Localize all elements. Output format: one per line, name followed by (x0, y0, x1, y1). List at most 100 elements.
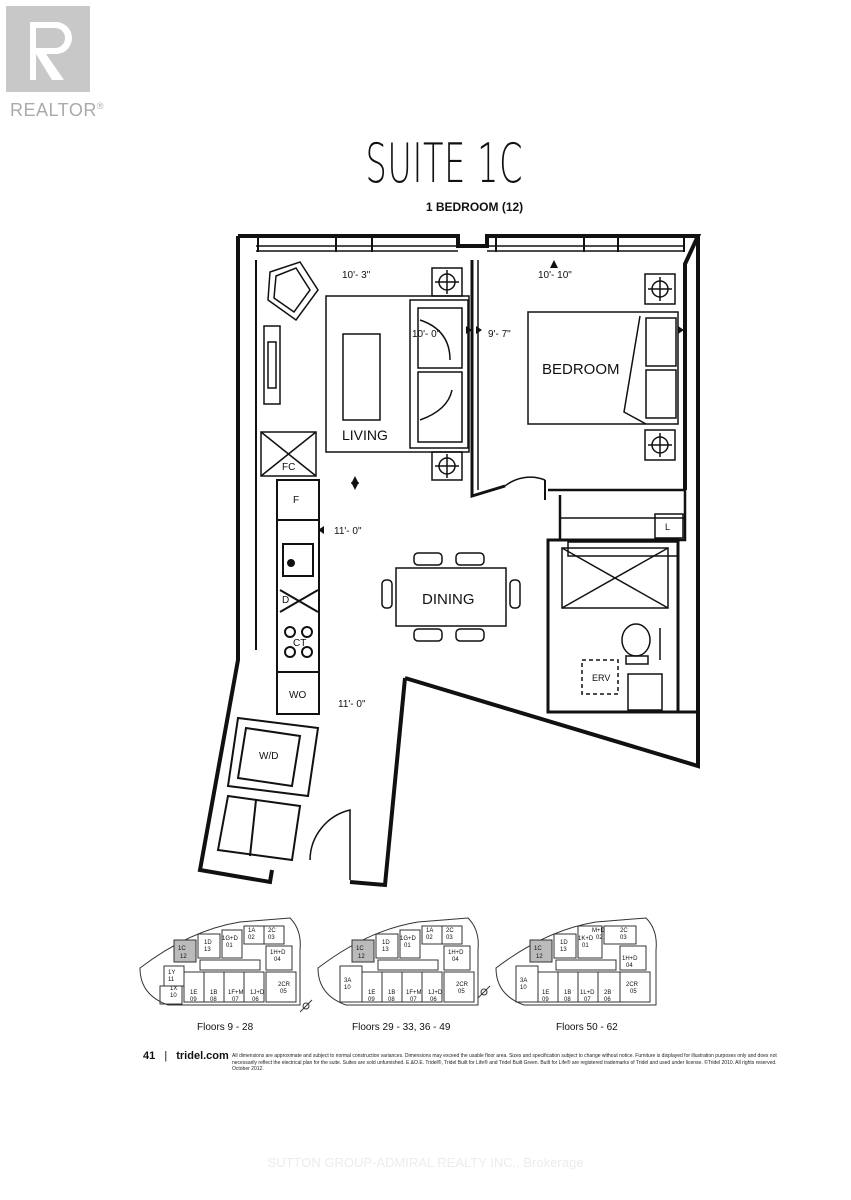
dining-table (381, 552, 521, 642)
realtor-wordmark: REALTOR® (10, 100, 104, 120)
svg-text:09: 09 (190, 997, 197, 1003)
bathroom-fixtures (561, 541, 679, 711)
svg-text:01: 01 (582, 943, 589, 949)
svg-text:2CR: 2CR (626, 982, 639, 988)
svg-text:1B: 1B (388, 990, 395, 996)
svg-text:02: 02 (426, 935, 433, 941)
svg-text:03: 03 (620, 935, 627, 941)
keyplan-caption-1: Floors 9 - 28 (197, 1022, 254, 1033)
page-number: 41 (143, 1050, 156, 1062)
svg-text:02: 02 (248, 935, 255, 941)
svg-text:02: 02 (596, 935, 603, 941)
svg-text:07: 07 (410, 997, 417, 1003)
svg-text:1D: 1D (560, 940, 568, 946)
living-furniture (263, 261, 470, 453)
suite-title: SUITE 1C (365, 132, 524, 195)
svg-text:1J+D: 1J+D (250, 990, 265, 996)
svg-text:3A: 3A (520, 978, 527, 984)
label-d: D (282, 595, 289, 606)
dim-living-width: 10'- 3" (342, 270, 371, 281)
svg-text:08: 08 (210, 997, 217, 1003)
svg-text:01: 01 (226, 943, 233, 949)
svg-text:10: 10 (344, 985, 351, 991)
label-l: L (665, 522, 670, 532)
svg-text:07: 07 (232, 997, 239, 1003)
svg-text:1C: 1C (534, 946, 542, 952)
svg-text:1K+D: 1K+D (578, 936, 594, 942)
label-ct: CT (293, 638, 306, 649)
svg-text:2CR: 2CR (278, 982, 291, 988)
svg-text:1A: 1A (248, 928, 255, 934)
svg-text:1F+M: 1F+M (228, 990, 244, 996)
svg-text:2C: 2C (446, 928, 454, 934)
label-wo: WO (289, 690, 306, 701)
keyplan-caption-2: Floors 29 - 33, 36 - 49 (352, 1022, 451, 1033)
svg-text:1C: 1C (178, 946, 186, 952)
bed (527, 311, 679, 425)
dim-bedroom-depth: 9'- 7" (488, 329, 511, 340)
svg-text:2C: 2C (620, 928, 628, 934)
svg-text:2B: 2B (604, 990, 611, 996)
svg-text:3A: 3A (344, 978, 351, 984)
svg-text:1D: 1D (204, 940, 212, 946)
label-f: F (293, 495, 299, 506)
svg-text:1H+D: 1H+D (622, 956, 638, 962)
dim-dining-depth: 11'- 0" (338, 699, 366, 710)
label-erv: ERV (592, 673, 610, 683)
svg-text:06: 06 (430, 997, 437, 1003)
svg-text:1D: 1D (382, 940, 390, 946)
svg-text:10: 10 (520, 985, 527, 991)
realtor-r-icon (6, 6, 90, 92)
structural-columns (431, 267, 676, 481)
walls (197, 234, 702, 888)
svg-text:M+D: M+D (592, 928, 606, 934)
svg-text:12: 12 (180, 954, 187, 960)
svg-text:09: 09 (368, 997, 375, 1003)
label-fc: FC (282, 462, 295, 473)
brokerage-watermark: SUTTON GROUP-ADMIRAL REALTY INC., Broker… (267, 1155, 584, 1170)
fireplace (260, 431, 317, 477)
legal-disclaimer: All dimensions are approximate and subje… (232, 1053, 777, 1072)
kitchen-counter (276, 479, 320, 715)
dim-living-depth: 10'- 0" (412, 329, 441, 340)
dim-dining-width: 11'- 0" (334, 526, 362, 537)
svg-text:10: 10 (170, 993, 177, 999)
svg-text:13: 13 (560, 947, 567, 953)
svg-text:2CR: 2CR (456, 982, 469, 988)
svg-text:1G+D: 1G+D (400, 936, 417, 942)
svg-text:1E: 1E (542, 990, 549, 996)
room-label-living: LIVING (342, 427, 388, 443)
svg-text:05: 05 (630, 989, 637, 995)
svg-text:05: 05 (280, 989, 287, 995)
footer-separator: | (164, 1050, 168, 1062)
svg-text:1H+D: 1H+D (448, 950, 464, 956)
svg-text:1G+D: 1G+D (222, 936, 239, 942)
svg-text:07: 07 (584, 997, 591, 1003)
svg-text:1E: 1E (190, 990, 197, 996)
room-label-bedroom: BEDROOM (542, 361, 620, 378)
svg-text:04: 04 (452, 957, 459, 963)
svg-text:13: 13 (382, 947, 389, 953)
svg-text:06: 06 (252, 997, 259, 1003)
svg-text:1A: 1A (426, 928, 433, 934)
dim-bedroom-width: 10'- 10" (538, 270, 572, 281)
svg-text:03: 03 (268, 935, 275, 941)
svg-text:1B: 1B (210, 990, 217, 996)
label-wd: W/D (259, 751, 278, 762)
footer-site: tridel.com (176, 1050, 229, 1062)
realtor-logo: REALTOR® (6, 6, 103, 120)
footer: 41 | tridel.com (143, 1050, 229, 1062)
room-label-dining: DINING (422, 591, 475, 608)
svg-text:12: 12 (358, 954, 365, 960)
keyplan-2 (317, 917, 491, 1006)
svg-text:1X: 1X (170, 986, 177, 992)
suite-subtitle: 1 BEDROOM (12) (425, 200, 524, 214)
svg-text:06: 06 (604, 997, 611, 1003)
svg-text:1L+D: 1L+D (580, 990, 595, 996)
svg-text:1J+D: 1J+D (428, 990, 443, 996)
svg-text:04: 04 (626, 963, 633, 969)
svg-text:1E: 1E (368, 990, 375, 996)
svg-text:05: 05 (458, 989, 465, 995)
